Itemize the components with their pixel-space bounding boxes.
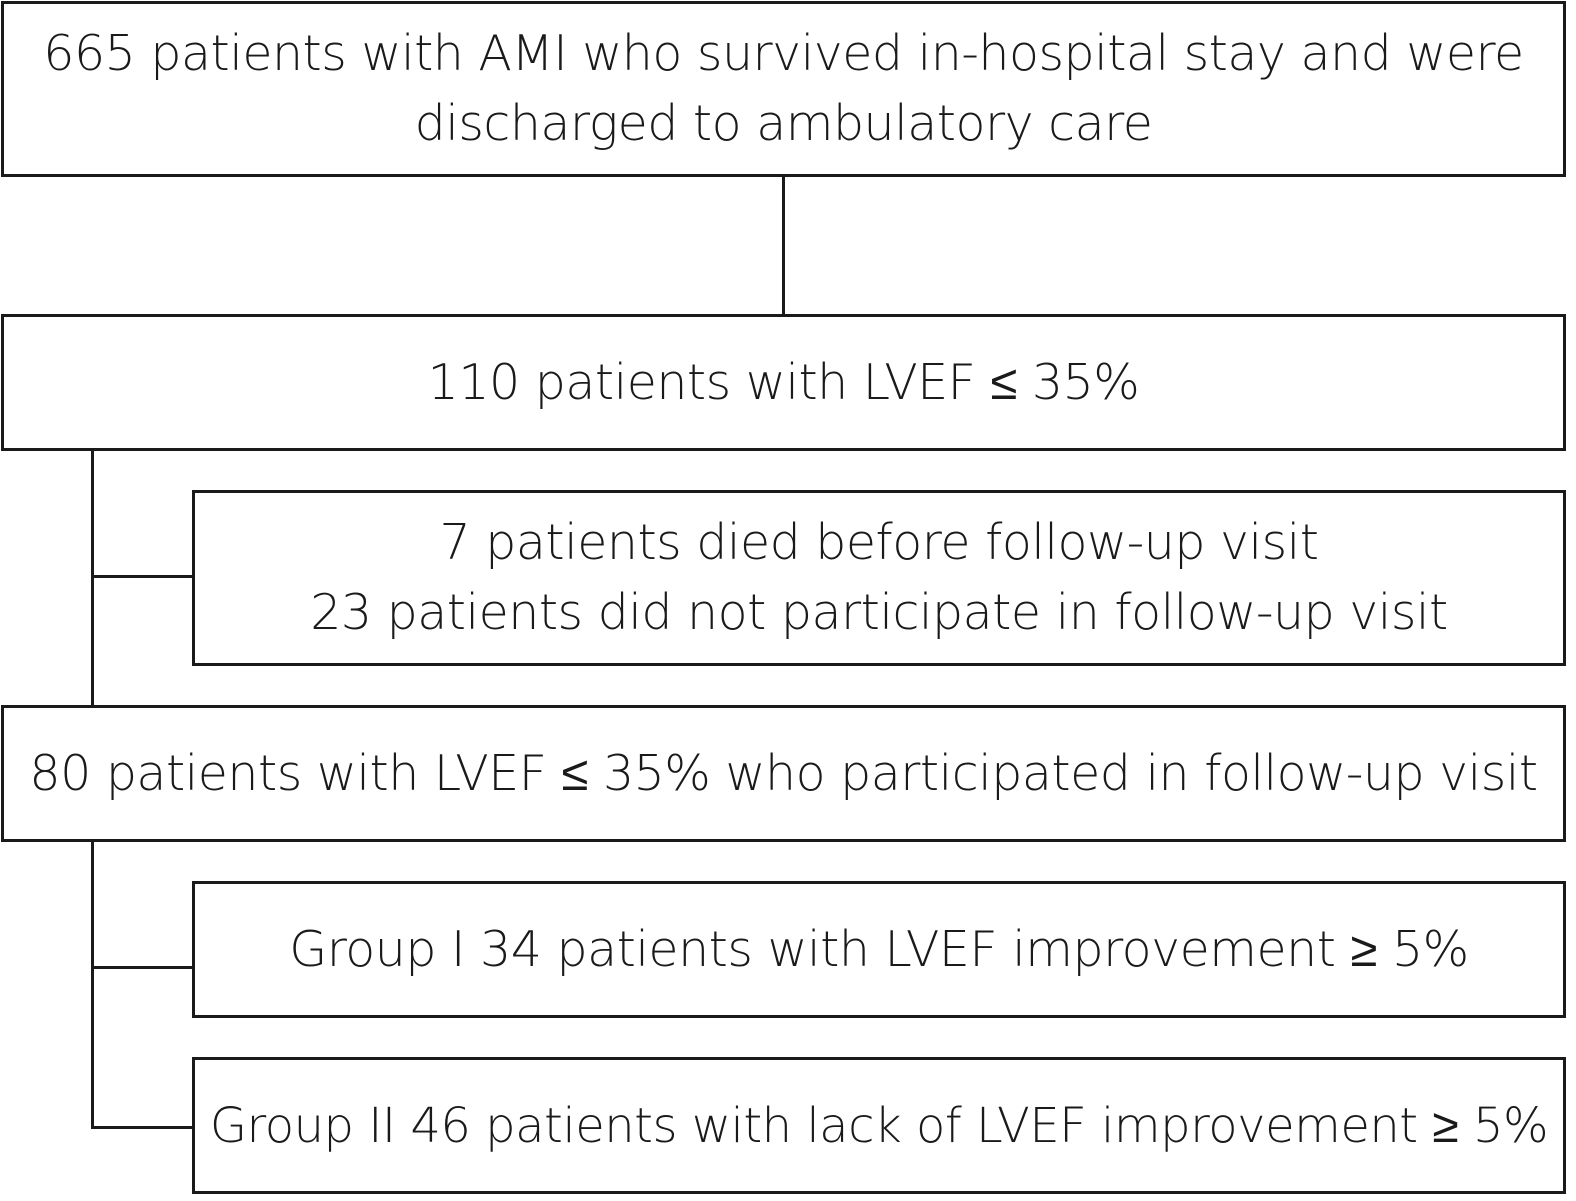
box-excluded-line-1: 7 patients died before follow-up visit: [439, 514, 1319, 571]
box-initial-cohort: 665 patients with AMI who survived in-ho…: [1, 1, 1566, 177]
connector-to-group1: [91, 966, 195, 969]
connector-lvef-to-followup: [91, 448, 94, 708]
connector-initial-to-lvef: [782, 174, 785, 316]
box-lvef-low: 110 patients with LVEF ≤ 35%: [1, 314, 1566, 451]
box-initial-line-2: discharged to ambulatory care: [414, 95, 1153, 152]
box-group-2-line-1: Group II 46 patients with lack of LVEF i…: [209, 1097, 1549, 1154]
box-group-2: Group II 46 patients with lack of LVEF i…: [192, 1057, 1566, 1194]
box-group-1-line-1: Group I 34 patients with LVEF improvemen…: [289, 920, 1469, 978]
box-followup: 80 patients with LVEF ≤ 35% who particip…: [1, 705, 1566, 842]
box-excluded-line-2: 23 patients did not participate in follo…: [310, 584, 1448, 641]
connector-followup-to-groups: [91, 840, 94, 1129]
box-group-1: Group I 34 patients with LVEF improvemen…: [192, 881, 1566, 1018]
box-excluded: 7 patients died before follow-up visit 2…: [192, 490, 1566, 666]
connector-to-excluded: [91, 575, 195, 578]
box-lvef-low-line-1: 110 patients with LVEF ≤ 35%: [427, 353, 1140, 411]
connector-to-group2: [91, 1126, 195, 1129]
box-followup-line-1: 80 patients with LVEF ≤ 35% who particip…: [29, 744, 1538, 802]
box-initial-line-1: 665 patients with AMI who survived in-ho…: [43, 25, 1524, 82]
